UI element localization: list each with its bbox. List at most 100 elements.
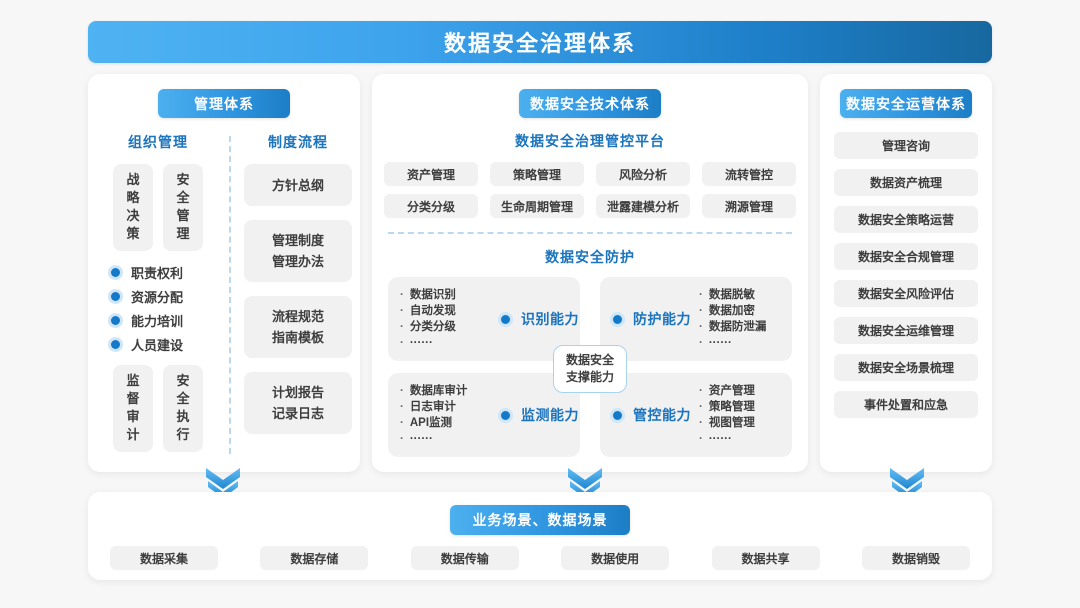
capability-item: 数据识别 (400, 287, 496, 303)
org-box-security-mgmt[interactable]: 安全管理 (163, 164, 203, 251)
process-box-line: 管理办法 (271, 254, 324, 269)
list-item[interactable]: 职责权利 (108, 260, 224, 284)
list-item[interactable]: 数据安全场景梳理 (834, 354, 978, 381)
panel-operations: 数据安全运营体系 管理咨询 数据资产梳理 数据安全策略运营 数据安全合规管理 数… (820, 74, 992, 472)
bullet-dot-icon (108, 336, 123, 352)
capability-item: 自动发现 (400, 303, 496, 319)
stage-tile[interactable]: 数据采集 (110, 546, 218, 570)
platform-tile[interactable]: 分类分级 (384, 194, 478, 218)
capability-box-identify[interactable]: 数据识别 自动发现 分类分级 ······ 识别能力 (388, 277, 580, 361)
list-item-label: 能力培训 (131, 313, 184, 329)
list-item[interactable]: 数据安全运维管理 (834, 317, 978, 344)
capability-label-group: 管控能力 (610, 405, 691, 425)
list-item[interactable]: 资源分配 (108, 284, 224, 308)
operations-item-list: 管理咨询 数据资产梳理 数据安全策略运营 数据安全合规管理 数据安全风险评估 数… (820, 132, 992, 418)
capability-item-list: 数据库审计 日志审计 API监测 ······ (400, 383, 496, 447)
capability-label: 管控能力 (633, 407, 691, 423)
stage-tile[interactable]: 数据使用 (561, 546, 670, 570)
support-chip-line: 数据安全 (565, 353, 614, 367)
platform-tile[interactable]: 资产管理 (384, 162, 478, 186)
list-item[interactable]: 人员建设 (108, 332, 224, 356)
panel-management: 管理体系 组织管理 战略决策 安全管理 (88, 74, 360, 472)
protection-title: 数据安全防护 (545, 249, 635, 265)
capability-item: 策略管理 (699, 399, 755, 415)
stage-tile[interactable]: 数据存储 (260, 546, 369, 570)
bullet-dot-icon (498, 311, 513, 327)
list-item[interactable]: 数据安全合规管理 (834, 243, 978, 270)
stage-tile[interactable]: 数据共享 (711, 546, 820, 570)
capability-item-list: 数据脱敏 数据加密 数据防泄漏 ······ (699, 287, 767, 351)
capability-item: ······ (699, 335, 766, 351)
process-box-line: 计划报告 (271, 385, 324, 400)
process-box-management-system[interactable]: 管理制度 管理办法 (244, 220, 352, 282)
capability-item: API监测 (400, 415, 496, 431)
list-item-label: 资源分配 (131, 289, 184, 305)
org-box-strategy[interactable]: 战略决策 (113, 164, 153, 251)
process-box-line: 指南模板 (271, 330, 324, 345)
scenario-stage-list: 数据采集 数据存储 数据传输 数据使用 数据共享 数据销毁 (110, 546, 970, 570)
operations-badge: 数据安全运营体系 (840, 89, 972, 118)
panel-scenarios: 业务场景、数据场景 数据采集 数据存储 数据传输 数据使用 数据共享 数据销毁 (88, 492, 992, 580)
capability-item: 资产管理 (699, 383, 755, 399)
list-item[interactable]: 数据安全策略运营 (834, 206, 978, 233)
capability-label-group: 防护能力 (610, 309, 691, 329)
support-capability-chip: 数据安全 支撑能力 (553, 345, 627, 393)
org-bottom-boxes: 监督审计 安全执行 (92, 365, 224, 452)
page-title: 数据安全治理体系 (443, 31, 636, 56)
process-box-process-spec[interactable]: 流程规范 指南模板 (244, 296, 352, 358)
capability-box-monitor[interactable]: 数据库审计 日志审计 API监测 ······ 监测能力 (388, 373, 580, 457)
process-box-line: 记录日志 (271, 406, 324, 421)
process-box-policy-outline[interactable]: 方针总纲 (244, 164, 352, 206)
platform-tile[interactable]: 生命周期管理 (490, 194, 584, 218)
bullet-dot-icon (610, 407, 625, 423)
bullet-dot-icon (108, 288, 123, 304)
capability-item: ······ (699, 431, 755, 447)
org-box-supervision-audit[interactable]: 监督审计 (113, 365, 153, 452)
column-organization: 组织管理 战略决策 安全管理 职责权利 (92, 132, 224, 462)
capability-item: ······ (400, 335, 496, 351)
list-item-label: 职责权利 (131, 265, 184, 281)
platform-tile[interactable]: 风险分析 (596, 162, 690, 186)
process-box-line: 方针总纲 (271, 177, 324, 193)
bullet-dot-icon (108, 312, 123, 328)
platform-tile-grid: 资产管理 策略管理 风险分析 流转管控 分类分级 生命周期管理 泄露建模分析 溯… (372, 162, 808, 218)
capability-item: 视图管理 (699, 415, 755, 431)
management-badge: 管理体系 (158, 89, 290, 118)
bullet-dot-icon (108, 264, 123, 280)
page-title-banner: 数据安全治理体系 (88, 21, 992, 63)
column-title-process: 制度流程 (268, 134, 328, 150)
list-item[interactable]: 管理咨询 (834, 132, 978, 159)
platform-tile[interactable]: 流转管控 (702, 162, 796, 186)
stage-tile[interactable]: 数据传输 (410, 546, 519, 570)
capability-label: 监测能力 (521, 407, 579, 423)
column-title-organization: 组织管理 (128, 134, 188, 150)
capability-label-group: 识别能力 (498, 309, 579, 329)
capability-item: 数据库审计 (400, 383, 496, 399)
capability-matrix: 数据识别 自动发现 分类分级 ······ 识别能力 防护能力 (372, 277, 808, 465)
process-box-line: 流程规范 (271, 309, 324, 324)
column-divider (229, 136, 231, 454)
capability-box-control[interactable]: 管控能力 资产管理 策略管理 视图管理 ······ (600, 373, 792, 457)
platform-tile[interactable]: 溯源管理 (702, 194, 796, 218)
capability-item: 日志审计 (400, 399, 496, 415)
process-box-plan-report[interactable]: 计划报告 记录日志 (244, 372, 352, 434)
list-item[interactable]: 事件处置和应急 (834, 391, 978, 418)
capability-item: 分类分级 (400, 319, 496, 335)
org-box-security-execution[interactable]: 安全执行 (163, 365, 203, 452)
stage-tile[interactable]: 数据销毁 (861, 546, 970, 570)
capability-box-protect[interactable]: 防护能力 数据脱敏 数据加密 数据防泄漏 ······ (600, 277, 792, 361)
platform-tile[interactable]: 泄露建模分析 (596, 194, 690, 218)
capability-item: 数据脱敏 (699, 287, 766, 303)
capability-item: ······ (400, 431, 496, 447)
scenarios-badge: 业务场景、数据场景 (450, 505, 630, 535)
org-top-boxes: 战略决策 安全管理 (92, 164, 224, 251)
platform-tile[interactable]: 策略管理 (490, 162, 584, 186)
platform-title: 数据安全治理管控平台 (515, 133, 665, 149)
list-item[interactable]: 数据资产梳理 (834, 169, 978, 196)
technology-badge: 数据安全技术体系 (519, 89, 661, 118)
capability-label: 识别能力 (521, 311, 579, 327)
process-box-line: 管理制度 (271, 233, 324, 248)
list-item[interactable]: 数据安全风险评估 (834, 280, 978, 307)
list-item[interactable]: 能力培训 (108, 308, 224, 332)
